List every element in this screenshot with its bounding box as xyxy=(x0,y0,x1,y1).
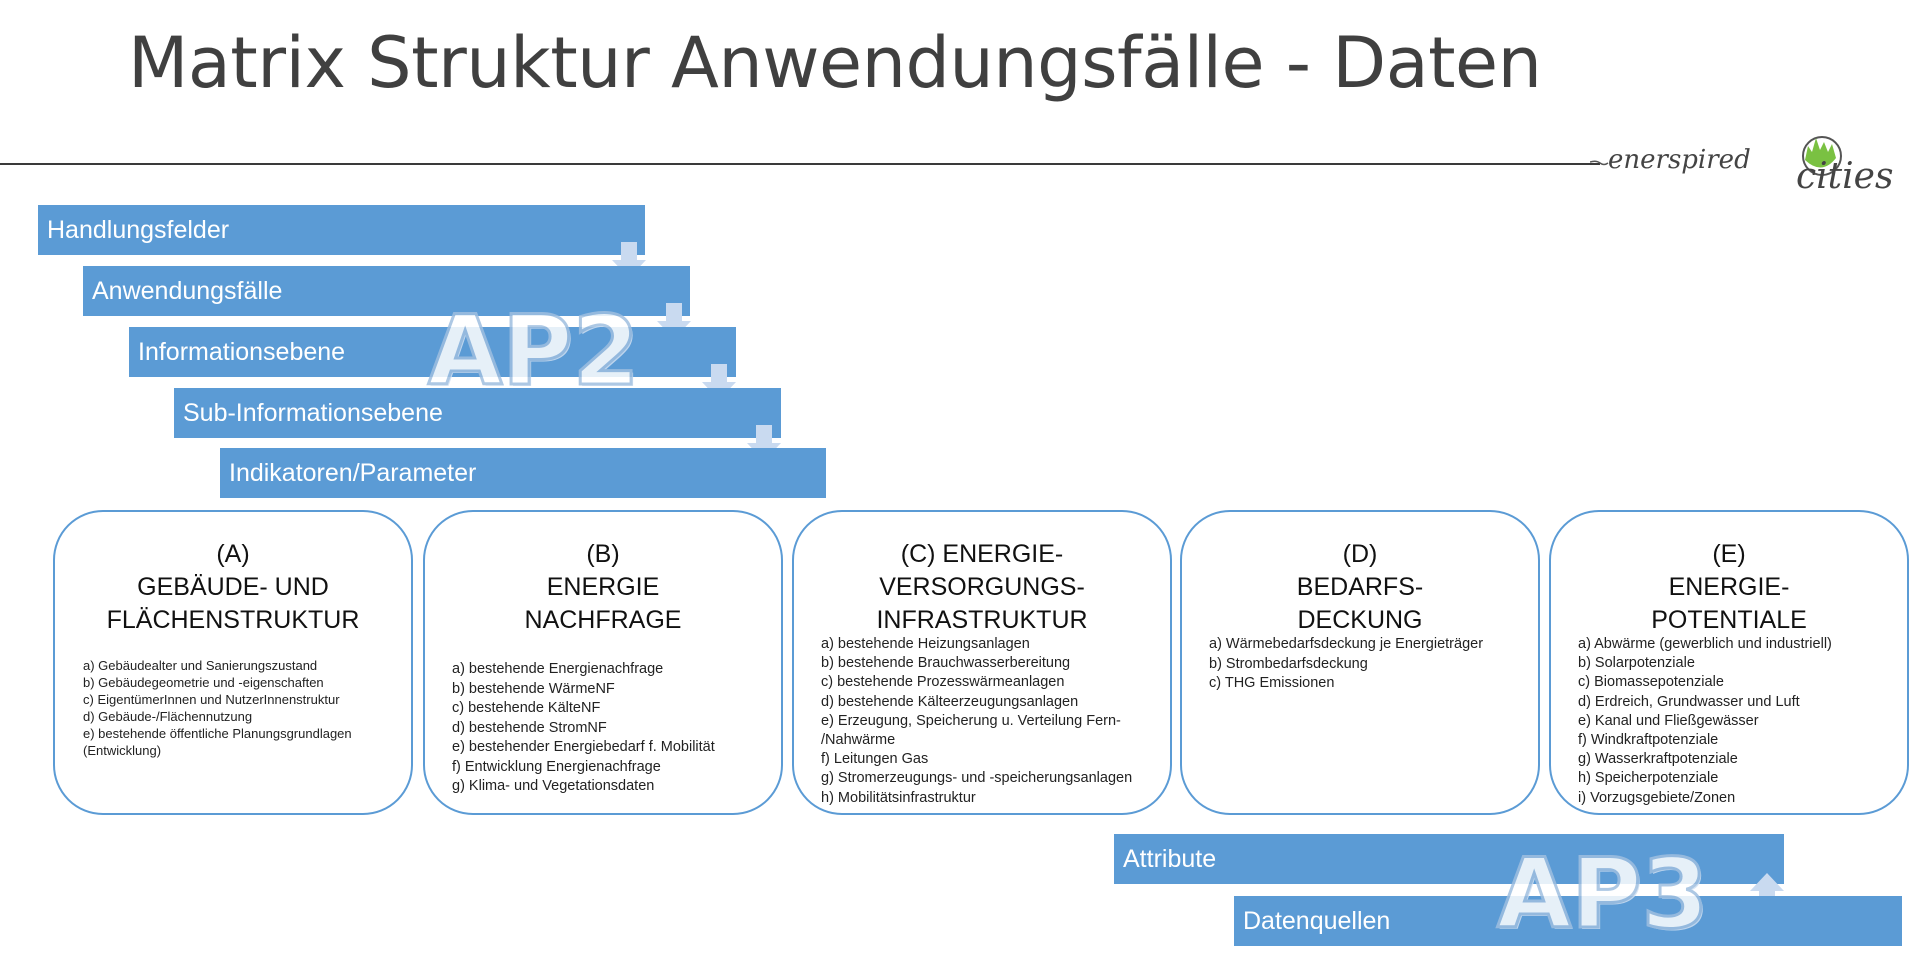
list-item: g) Stromerzeugungs- und -speicherungsanl… xyxy=(821,770,1133,787)
list-item: e) bestehende öffentliche Planungsgrundl… xyxy=(83,726,352,758)
list-item: a) Abwärme (gewerblich und industriell) xyxy=(1578,636,1832,652)
step-datenquellen: Datenquellen xyxy=(1234,896,1902,946)
card-a-heading: GEBÄUDE- UND FLÄCHENSTRUKTUR xyxy=(106,573,360,634)
list-item: b) Gebäudegeometrie und -eigenschaften xyxy=(83,675,324,690)
list-item: e) Kanal und Fließgewässer xyxy=(1578,712,1759,729)
list-item: d) bestehende Kälteerzeugungsanlagen xyxy=(821,693,1079,710)
step-indikatoren-parameter: Indikatoren/Parameter xyxy=(220,448,826,498)
list-item: c) bestehende Prozesswärmeanlagen xyxy=(821,674,1065,691)
list-item: b) bestehende WärmeNF xyxy=(452,680,615,697)
list-item: d) bestehende StromNF xyxy=(452,719,607,736)
step-informationsebene: Informationsebene xyxy=(129,327,736,377)
list-item: i) Vorzugsgebiete/Zonen xyxy=(1578,789,1736,806)
card-d-items: a) Wärmebedarfsdeckung je Energieträger … xyxy=(1209,635,1483,694)
list-item: f) Entwicklung Energienachfrage xyxy=(452,758,661,775)
card-c-heading: VERSORGUNGS- INFRASTRUKTUR xyxy=(876,573,1088,634)
list-item: a) bestehende Energienachfrage xyxy=(452,661,664,677)
list-item: d) Erdreich, Grundwasser und Luft xyxy=(1578,693,1800,710)
card-e-items: a) Abwärme (gewerblich und industriell) … xyxy=(1578,635,1832,808)
list-item: g) Klima- und Vegetationsdaten xyxy=(452,778,655,794)
card-c: (C) ENERGIE- VERSORGUNGS- INFRASTRUKTUR … xyxy=(792,510,1172,815)
list-item: a) bestehende Heizungsanlagen xyxy=(821,636,1030,652)
card-c-items: a) bestehende Heizungsanlagen b) bestehe… xyxy=(821,635,1132,808)
list-item: f) Windkraftpotenziale xyxy=(1578,732,1719,749)
list-item: b) bestehende Brauchwasserbereitung xyxy=(821,655,1071,672)
list-item: c) EigentümerInnen und NutzerInnenstrukt… xyxy=(83,692,340,707)
logo-text-right: cities xyxy=(1796,156,1893,197)
logo-skyline-icon xyxy=(1805,138,1836,168)
list-item: a) Gebäudealter und Sanierungszustand xyxy=(83,658,318,673)
card-d-letter: (D) xyxy=(1342,540,1378,568)
card-b-letter: (B) xyxy=(586,540,620,568)
step-anwendungsfaelle: Anwendungsfälle xyxy=(83,266,690,316)
list-item: c) Biomassepotenziale xyxy=(1578,674,1724,691)
list-item: h) Mobilitätsinfrastruktur xyxy=(821,789,976,806)
list-item: c) THG Emissionen xyxy=(1209,675,1335,691)
enerspired-cities-logo: enerspired cities xyxy=(1590,130,1912,200)
title-divider xyxy=(0,163,1600,165)
list-item: b) Solarpotenziale xyxy=(1578,655,1695,672)
page-title: Matrix Struktur Anwendungsfälle - Daten xyxy=(128,22,1542,104)
logo-text-left: enerspired xyxy=(1608,145,1751,175)
card-a-letter: (A) xyxy=(216,540,250,568)
card-e: (E) ENERGIE- POTENTIALE a) Abwärme (gewe… xyxy=(1549,510,1909,815)
card-d: (D) BEDARFS- DECKUNG a) Wärmebedarfsdeck… xyxy=(1180,510,1540,815)
step-handlungsfelder: Handlungsfelder xyxy=(38,205,645,255)
list-item: h) Speicherpotenziale xyxy=(1578,770,1719,787)
card-c-letter: (C) ENERGIE- xyxy=(900,540,1064,568)
card-b-heading: ENERGIE NACHFRAGE xyxy=(524,573,682,634)
list-item: b) Strombedarfsdeckung xyxy=(1209,655,1368,672)
card-b-items: a) bestehende Energienachfrage b) besteh… xyxy=(452,660,715,797)
ap2-label: AP2 xyxy=(426,294,640,409)
list-item: e) Erzeugung, Speicherung u. Verteilung … xyxy=(821,712,1121,749)
list-item: a) Wärmebedarfsdeckung je Energieträger xyxy=(1209,636,1484,652)
card-e-letter: (E) xyxy=(1712,540,1746,568)
list-item: c) bestehende KälteNF xyxy=(452,700,601,716)
list-item: g) Wasserkraftpotenziale xyxy=(1578,751,1738,768)
step-attribute: Attribute xyxy=(1114,834,1784,884)
card-a-items: a) Gebäudealter und Sanierungszustand b)… xyxy=(83,657,352,759)
card-d-heading: BEDARFS- DECKUNG xyxy=(1296,573,1424,634)
ap3-label: AP3 xyxy=(1495,837,1709,952)
card-b: (B) ENERGIE NACHFRAGE a) bestehende Ener… xyxy=(423,510,783,815)
card-a: (A) GEBÄUDE- UND FLÄCHENSTRUKTUR a) Gebä… xyxy=(53,510,413,815)
step-sub-informationsebene: Sub-Informationsebene xyxy=(174,388,781,438)
up-arrow-icon xyxy=(1750,873,1784,909)
list-item: f) Leitungen Gas xyxy=(821,751,929,768)
card-e-heading: ENERGIE- POTENTIALE xyxy=(1651,573,1807,634)
list-item: e) bestehender Energiebedarf f. Mobilitä… xyxy=(452,739,715,755)
list-item: d) Gebäude-/Flächennutzung xyxy=(83,709,253,724)
